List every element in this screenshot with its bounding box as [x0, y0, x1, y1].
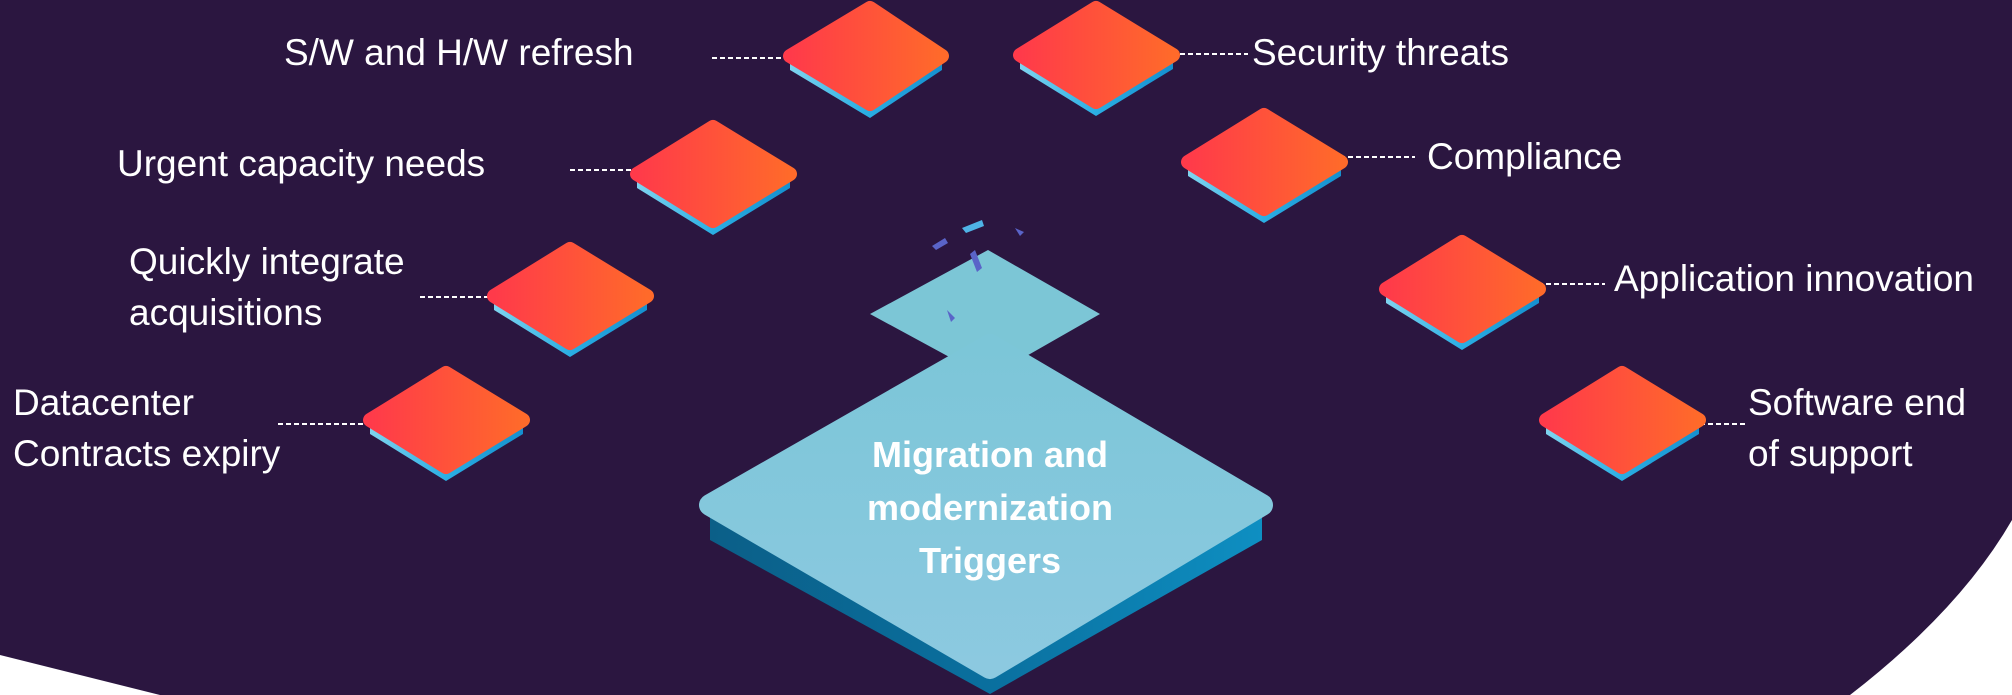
- tile-software-end-of-support: [1539, 366, 1706, 481]
- label-software-end-of-support-line2: of support: [1748, 433, 1913, 474]
- label-security-threats: Security threats: [1252, 32, 1510, 73]
- label-datacenter-contracts: Datacenter Contracts expiry: [13, 377, 280, 479]
- label-integrate-acquisitions-line1: Quickly integrate: [129, 241, 405, 282]
- connectors: [278, 53, 1745, 425]
- label-compliance: Compliance: [1427, 136, 1623, 177]
- tile-application-innovation: [1379, 235, 1546, 350]
- tile-security-threats: [1013, 1, 1180, 116]
- label-software-end-of-support: Software end of support: [1748, 377, 1966, 479]
- label-application-innovation: Application innovation: [1614, 258, 1974, 299]
- label-integrate-acquisitions-line2: acquisitions: [129, 292, 323, 333]
- outer-curve-left: [0, 655, 160, 695]
- label-urgent-capacity: Urgent capacity needs: [117, 143, 486, 184]
- hub-floating-diamond: [870, 220, 1100, 378]
- tile-compliance: [1181, 108, 1348, 223]
- outer-curve-right: [1850, 520, 2012, 695]
- tile-datacenter-contracts: [363, 366, 530, 481]
- tile-sw-hw-refresh: [783, 1, 949, 118]
- hub-diamond: [699, 334, 1273, 694]
- label-datacenter-contracts-line2: Contracts expiry: [13, 433, 281, 474]
- hub-title-line2: modernization: [866, 487, 1113, 528]
- label-datacenter-contracts-line1: Datacenter: [13, 382, 194, 423]
- hub-title-line3: Triggers: [918, 540, 1062, 581]
- label-sw-hw-refresh: S/W and H/W refresh: [284, 32, 634, 73]
- tile-urgent-capacity: [630, 120, 797, 235]
- label-integrate-acquisitions: Quickly integrate acquisitions: [129, 236, 405, 338]
- hub-title-line1: Migration and: [872, 434, 1108, 475]
- tile-integrate-acquisitions: [487, 242, 654, 357]
- label-software-end-of-support-line1: Software end: [1748, 382, 1967, 423]
- hub-title: Migration and modernization Triggers: [790, 428, 1190, 587]
